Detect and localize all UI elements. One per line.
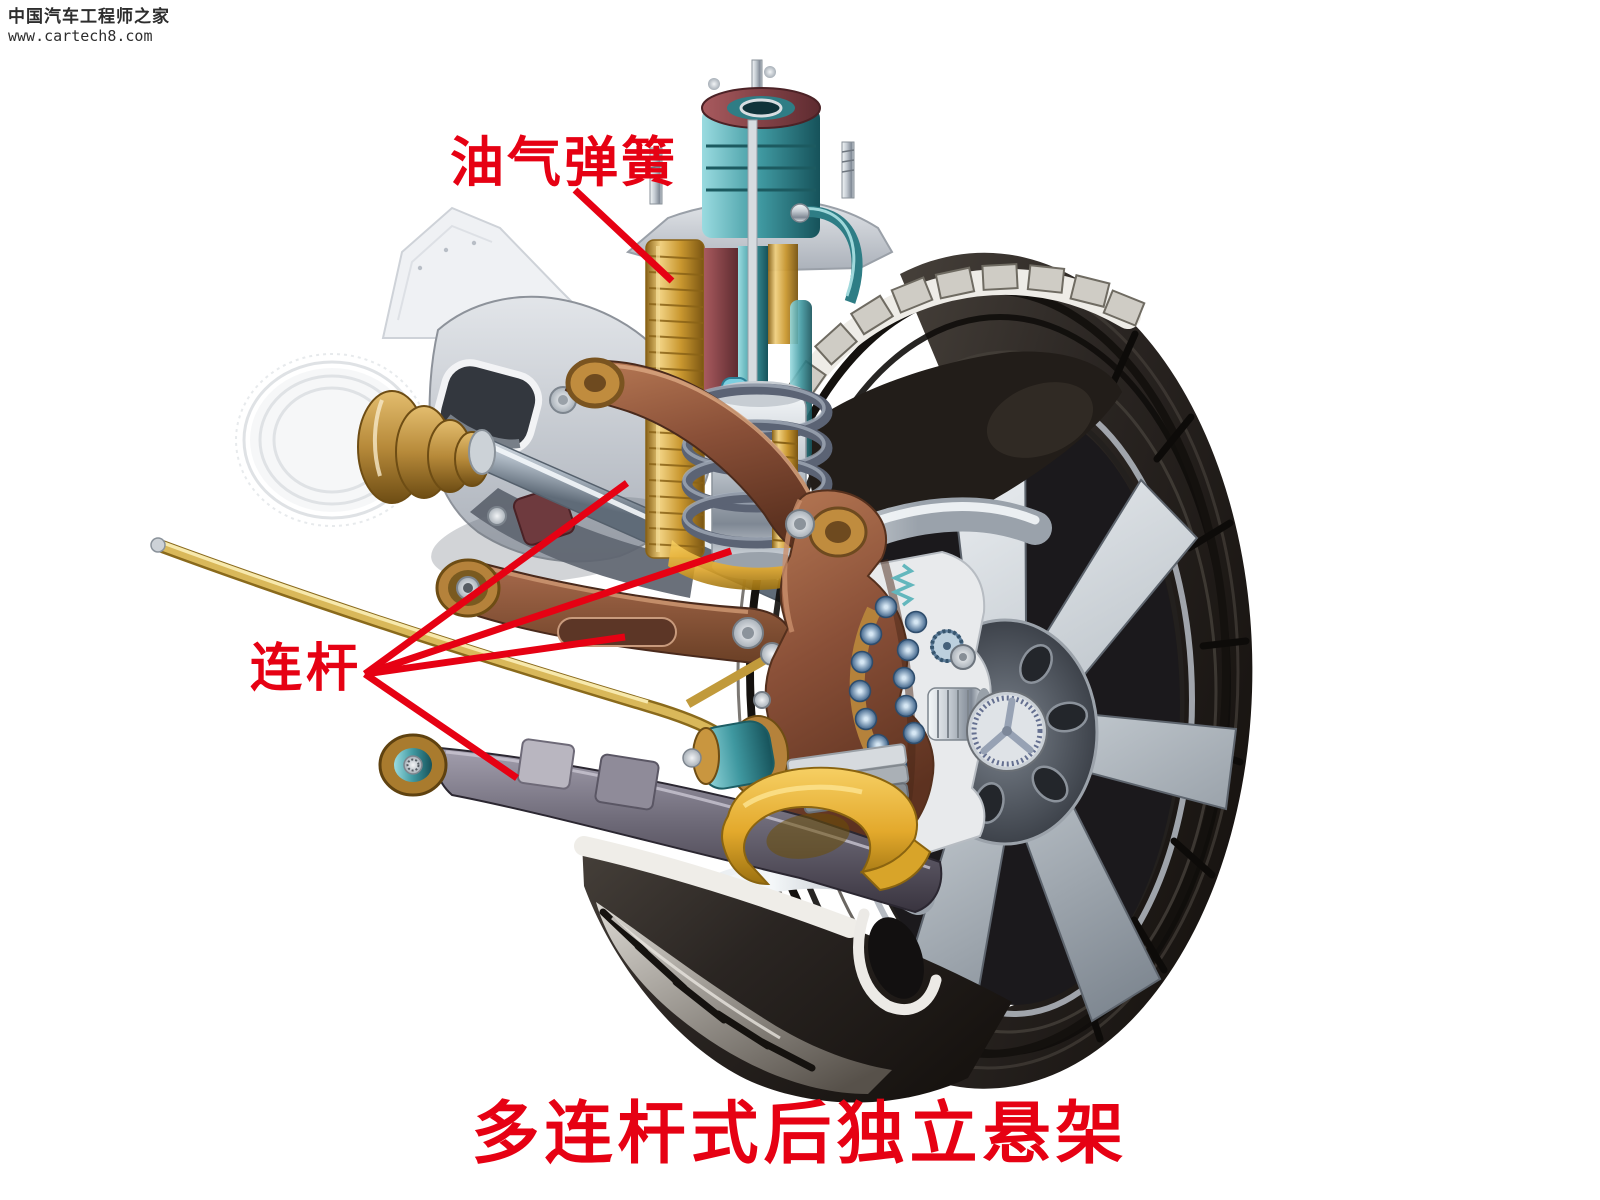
camber-link xyxy=(435,558,794,664)
cut-tread-blocks xyxy=(785,263,1146,405)
link-leader-line-1 xyxy=(362,480,630,677)
link-leader-line-2 xyxy=(363,547,733,678)
link-leader-line-4 xyxy=(363,671,519,781)
stabilizer-bushing xyxy=(682,715,789,797)
diagram-title: 多连杆式后独立悬架 xyxy=(471,1096,1129,1172)
spring-annotation-label: 油气弹簧 xyxy=(450,133,678,193)
link-annotation-label: 连杆 xyxy=(250,641,363,698)
strut-top-drum xyxy=(701,66,821,238)
brake-caliper xyxy=(720,766,932,892)
watermark-site-name: 中国汽车工程师之家 xyxy=(8,7,170,26)
watermark-site-url: www.cartech8.com xyxy=(8,27,153,46)
hub-cap xyxy=(966,690,1048,772)
spring-leader-line xyxy=(572,187,675,284)
lower-control-link xyxy=(378,733,943,914)
link-leader-line-3 xyxy=(364,633,626,678)
watermark: 中国汽车工程师之家 www.cartech8.com xyxy=(8,6,170,46)
annotation-leader-lines xyxy=(362,187,733,781)
upper-control-link xyxy=(564,357,823,558)
